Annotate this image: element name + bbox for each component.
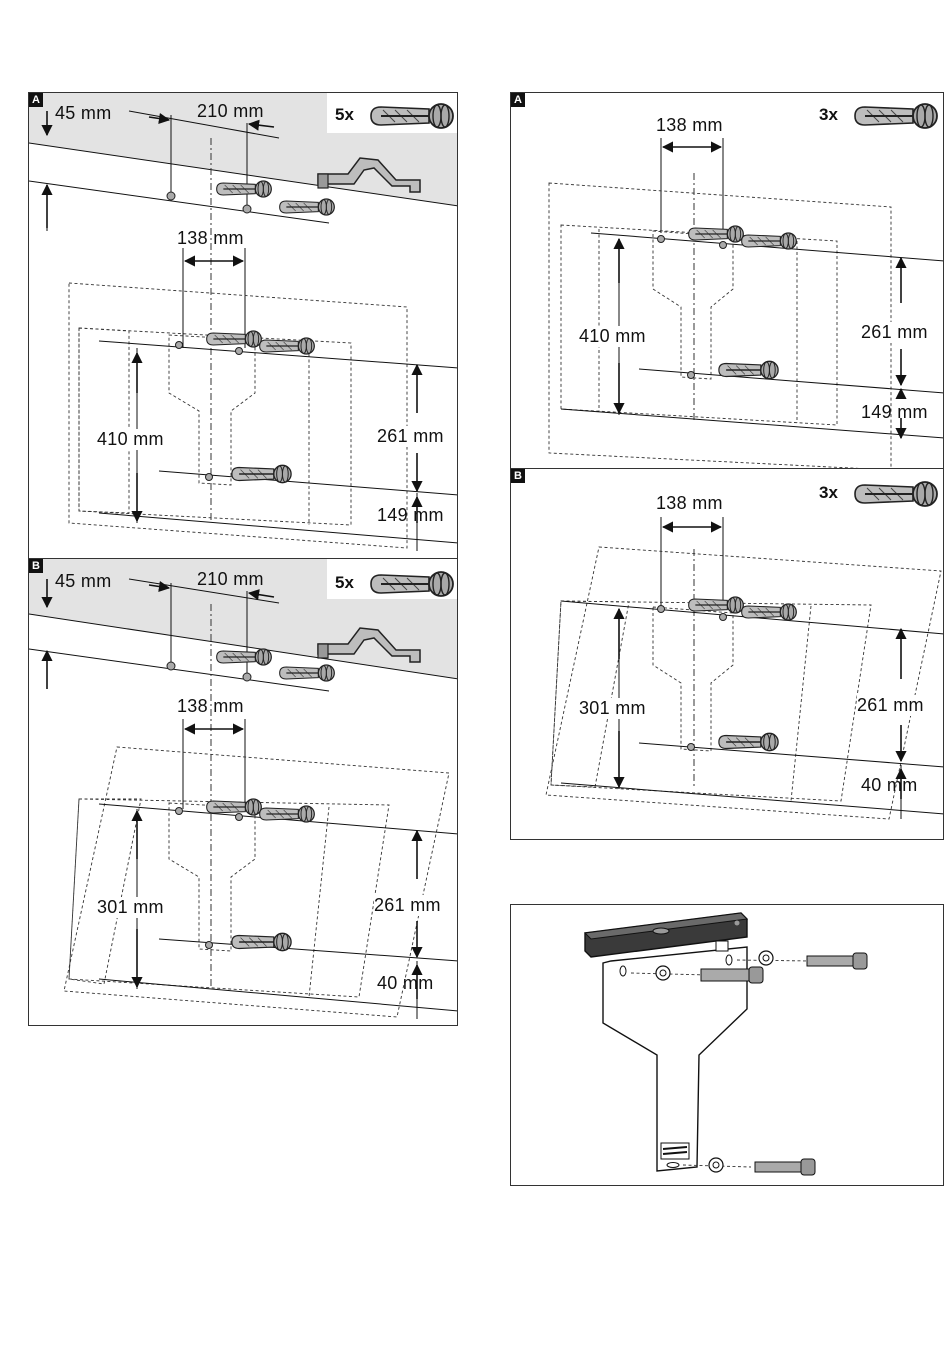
section-label: A — [29, 93, 43, 107]
mounting-diagram-b-5-anchors — [29, 559, 458, 1026]
dim-lower: 149 mm — [861, 402, 928, 423]
panel-bracket-assembly — [510, 904, 944, 1186]
section-label: B — [29, 559, 43, 573]
bracket-assembly-illustration — [511, 905, 944, 1186]
panel-left-b: B — [28, 558, 458, 1026]
panel-right-b: B 3x 138 mm 301 mm 261 mm 40 mm — [510, 468, 944, 840]
dim-lower: 40 mm — [861, 775, 918, 796]
section-label: A — [511, 93, 525, 107]
dim-upper: 261 mm — [857, 695, 924, 716]
section-label: B — [511, 469, 525, 483]
dim-height: 410 mm — [579, 326, 646, 347]
screw-icon — [737, 951, 867, 969]
dim-height: 410 mm — [97, 429, 164, 450]
dim-bracket-spacing: 210 mm — [197, 101, 264, 122]
anchor-quantity: 3x — [819, 105, 838, 125]
panel-right-a: A 3x 138 mm 410 mm 261 mm 149 mm — [510, 92, 944, 469]
dim-height: 301 mm — [97, 897, 164, 918]
anchor-icon — [367, 101, 457, 131]
dim-upper: 261 mm — [861, 322, 928, 343]
dim-plate-spacing: 138 mm — [656, 115, 723, 136]
anchor-quantity: 5x — [335, 105, 354, 125]
dim-top-offset: 45 mm — [55, 571, 112, 592]
anchor-icon — [367, 569, 457, 599]
dim-upper: 261 mm — [374, 895, 441, 916]
panel-left-a: A — [28, 92, 458, 559]
anchor-quantity: 3x — [819, 483, 838, 503]
anchor-icon — [851, 101, 941, 131]
anchor-quantity: 5x — [335, 573, 354, 593]
dim-plate-spacing: 138 mm — [177, 228, 244, 249]
dim-lower: 149 mm — [377, 505, 444, 526]
screw-icon — [683, 1158, 815, 1175]
anchor-icon — [851, 479, 941, 509]
dim-bracket-spacing: 210 mm — [197, 569, 264, 590]
dim-lower: 40 mm — [377, 973, 434, 994]
dim-top-offset: 45 mm — [55, 103, 112, 124]
dim-height: 301 mm — [579, 698, 646, 719]
dim-plate-spacing: 138 mm — [656, 493, 723, 514]
mounting-diagram-a-5-anchors — [29, 93, 458, 559]
dim-upper: 261 mm — [377, 426, 444, 447]
dim-plate-spacing: 138 mm — [177, 696, 244, 717]
